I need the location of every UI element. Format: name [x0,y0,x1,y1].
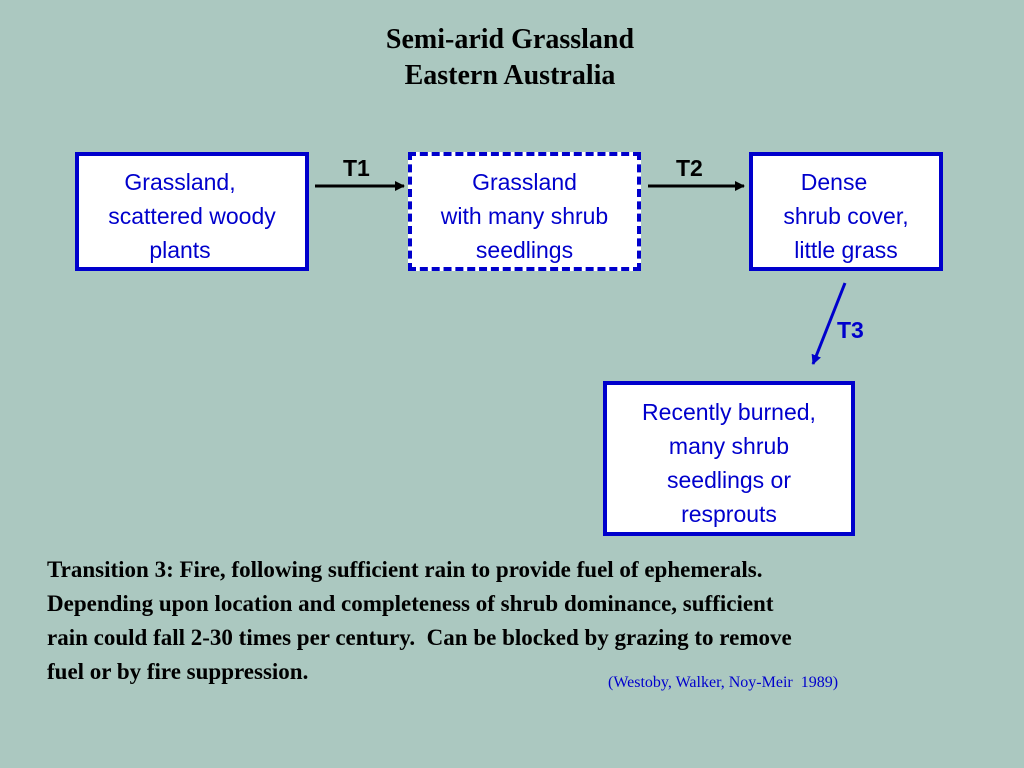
state-2-line-3: seedlings [475,237,574,263]
state-1-line-2: scattered woody [108,203,276,229]
caption-line-3: rain could fall 2-30 times per century. … [47,625,792,650]
state-1-line-1: Grassland, [124,169,236,195]
state-2-line-1: Grassland [472,169,577,195]
state-3-line-2: shrub cover, [783,203,909,229]
state-4-line-4: resprouts [681,501,777,527]
transition-caption: Transition 3: Fire, following sufficient… [47,553,987,689]
caption-line-2: Depending upon location and completeness… [47,591,774,616]
state-3-line-3: little grass [794,237,898,263]
state-4-line-2: many shrub [668,433,790,459]
transition-label-t3: T3 [837,317,864,343]
transition-label-t1: T1 [343,155,370,181]
state-box-grassland-seedlings: Grassland with many shrub seedlings [408,152,641,271]
state-box-grassland-scattered: Grassland, scattered woody plants [75,152,309,271]
diagram-title: Semi-arid Grassland Eastern Australia [0,22,1020,94]
title-line-1: Semi-arid Grassland [385,24,635,55]
transition-label-t2: T2 [676,155,703,181]
arrow-t3 [811,282,847,365]
state-4-line-1: Recently burned, [642,399,816,425]
state-3-line-1: Dense [800,169,868,195]
caption-line-1: Transition 3: Fire, following sufficient… [47,557,763,582]
state-2-line-2: with many shrub [440,203,609,229]
state-1-line-3: plants [149,237,211,263]
title-line-2: Eastern Australia [404,60,616,91]
state-box-recently-burned: Recently burned, many shrub seedlings or… [603,381,855,536]
caption-line-4: fuel or by fire suppression. [47,659,309,684]
citation: (Westoby, Walker, Noy-Meir 1989) [608,674,839,691]
state-4-line-3: seedlings or [666,467,792,493]
state-box-dense-shrub: Dense shrub cover, little grass [749,152,943,271]
